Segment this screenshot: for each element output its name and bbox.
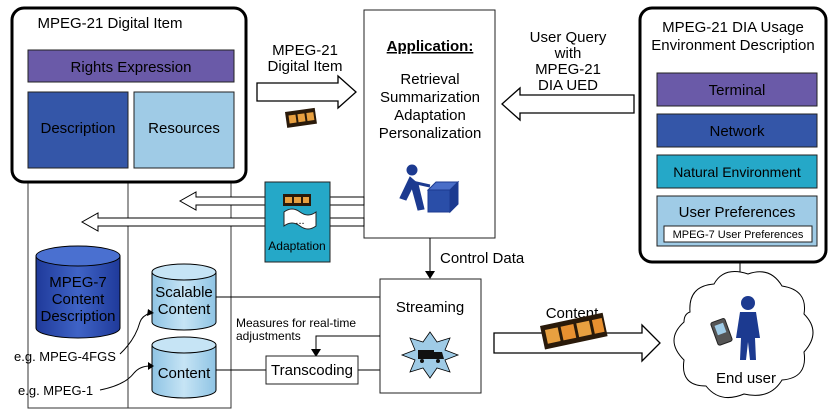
pointer-mpeg4fgs-head — [147, 309, 154, 316]
mpeg7-user-prefs-label: MPEG-7 User Preferences — [673, 229, 804, 241]
measures-arrow-line — [315, 335, 380, 352]
film-strip-icon — [540, 312, 608, 350]
truck-icon — [400, 331, 460, 379]
application-item-summarization: Summarization — [380, 89, 480, 106]
measures-arrowhead — [311, 349, 321, 357]
digital-item-arrow-label-1: MPEG-21 — [272, 42, 338, 59]
digital-item-arrow-label-2: Digital Item — [267, 58, 342, 75]
content-arrow — [493, 323, 661, 363]
transcoding-box — [265, 355, 359, 385]
end-user-label: End user — [716, 370, 776, 387]
scalable-line-2: Content — [158, 301, 211, 318]
scalable-line-1: Scalable — [155, 284, 213, 301]
user-query-arrow — [501, 86, 635, 122]
natural-environment-label: Natural Environment — [673, 164, 801, 180]
user-person-icon — [736, 296, 760, 360]
application-title: Application: — [387, 38, 474, 55]
ued-title-line-2: Environment Description — [651, 37, 814, 54]
rights-expression-box — [27, 49, 235, 83]
pointer-mpeg1-head — [148, 362, 154, 370]
mpeg7-line-2: Content — [52, 291, 105, 308]
mpeg7-cylinder — [35, 245, 121, 339]
film-icon-adaptation — [283, 194, 311, 206]
content-cylinder-label: Content — [158, 365, 211, 382]
application-item-retrieval: Retrieval — [400, 71, 459, 88]
transcoding-label: Transcoding — [271, 362, 353, 379]
pointer-mpeg4fgs — [119, 312, 151, 355]
film-icon-small — [285, 107, 317, 128]
ued-title-line-1: MPEG-21 DIA Usage — [662, 19, 804, 36]
description-box — [27, 91, 129, 169]
mpeg7-line-1: MPEG-7 — [49, 274, 107, 291]
scalable-content-cylinder — [151, 263, 217, 331]
measures-line-1: Measures for real-time — [236, 316, 356, 330]
resources-box — [133, 91, 235, 169]
user-query-line-3: MPEG-21 — [535, 61, 601, 78]
content-cylinder — [151, 336, 217, 399]
ellipsis-label: ... — [295, 215, 304, 227]
eg-mpeg1: e.g. MPEG-1 — [18, 383, 93, 398]
terminal-box — [656, 72, 818, 107]
pda-device-icon — [710, 318, 733, 346]
worker-box-icon — [399, 164, 460, 214]
user-query-line-1: User Query — [530, 29, 607, 46]
terminal-label: Terminal — [709, 82, 766, 99]
document-scroll-icon — [283, 208, 317, 230]
natural-environment-box — [656, 154, 818, 189]
user-query-line-2: with — [554, 45, 582, 62]
user-query-line-4: DIA UED — [538, 77, 598, 94]
application-item-personalization: Personalization — [379, 125, 482, 142]
eg-mpeg4fgs: e.g. MPEG-4FGS — [14, 349, 116, 364]
measures-line-2: adjustments — [236, 329, 301, 343]
resources-label: Resources — [148, 120, 220, 137]
control-data-label: Control Data — [440, 250, 525, 267]
mpeg7-user-prefs-box — [663, 225, 813, 243]
mpeg7-line-3: Description — [40, 308, 115, 325]
control-data-arrowhead — [425, 271, 435, 279]
adaptation-label: Adaptation — [268, 239, 325, 253]
digital-item-title: MPEG-21 Digital Item — [37, 15, 182, 32]
digital-item-arrow — [256, 74, 357, 110]
network-box — [656, 113, 818, 148]
pointer-mpeg1 — [99, 365, 151, 391]
application-item-adaptation: Adaptation — [394, 107, 466, 124]
description-label: Description — [40, 120, 115, 137]
network-label: Network — [709, 123, 765, 140]
user-preferences-label: User Preferences — [679, 204, 796, 221]
rights-expression-label: Rights Expression — [71, 59, 192, 76]
streaming-label: Streaming — [396, 299, 464, 316]
